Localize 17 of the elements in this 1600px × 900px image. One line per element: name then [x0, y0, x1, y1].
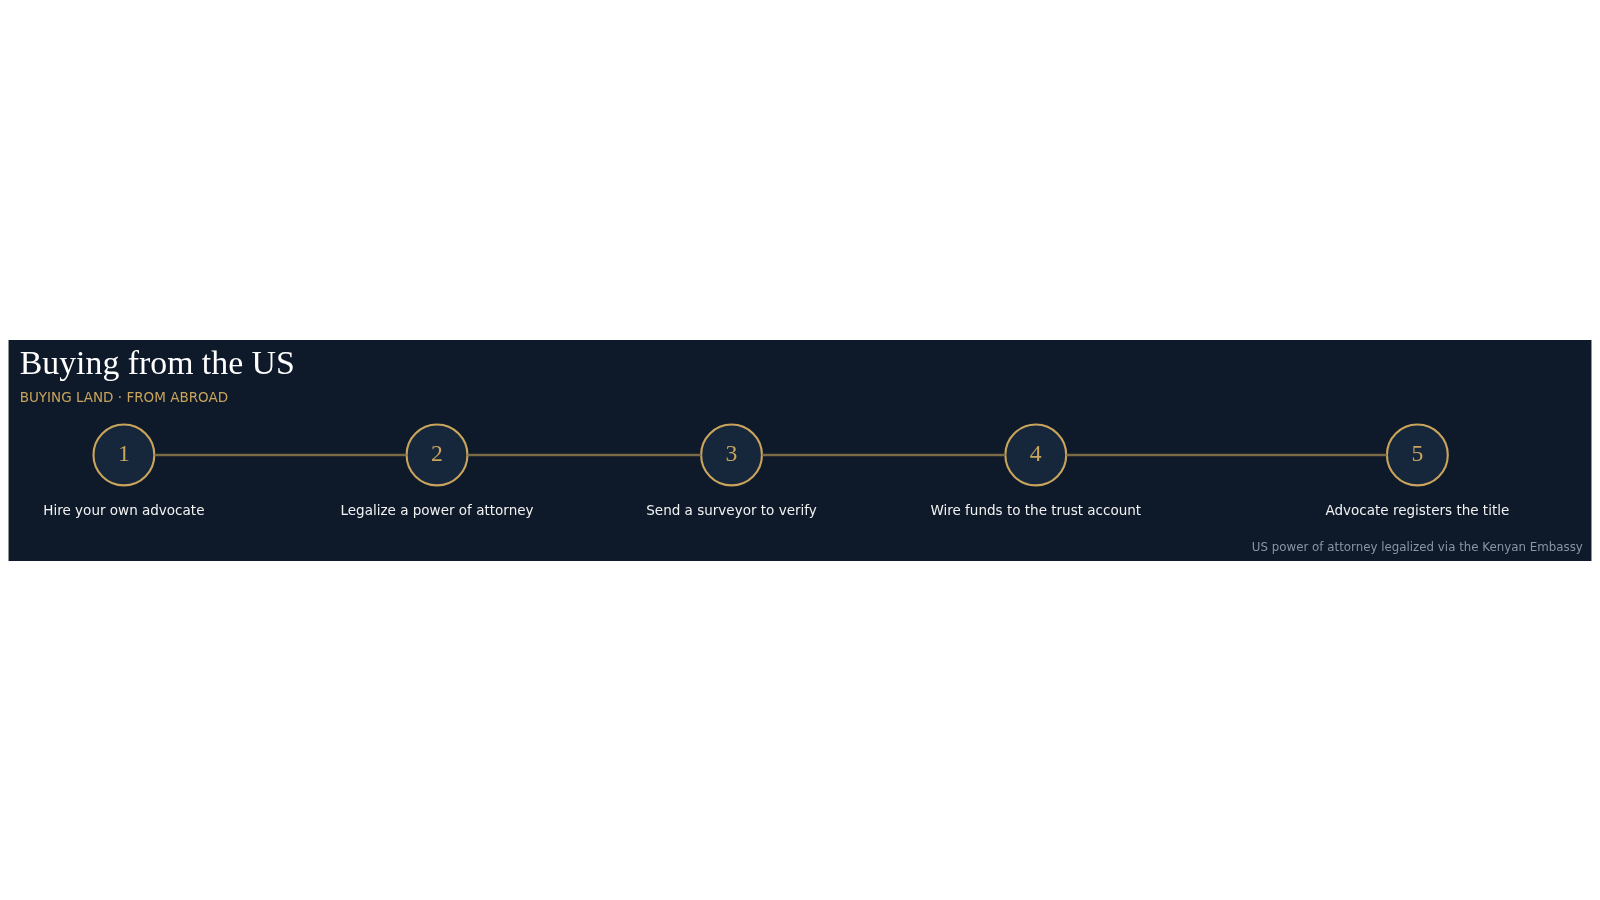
node-circle: 4 [1004, 422, 1068, 486]
node-circle: 2 [405, 422, 469, 486]
node-label: Legalize a power of attorney [340, 501, 534, 518]
node-circle: 3 [700, 422, 764, 486]
connector [762, 453, 1006, 456]
node-circle: 1 [92, 422, 156, 486]
diagram-title: Buying from the US [19, 343, 295, 381]
connector [154, 453, 407, 456]
connector [1066, 453, 1387, 456]
node-label: Wire funds to the trust account [930, 501, 1142, 518]
node-circle: 5 [1385, 422, 1449, 486]
label: US power of attorney legalized via the Kenyan Embassy [1251, 539, 1583, 554]
node-label: Hire your own advocate [43, 501, 205, 518]
connector [467, 453, 701, 456]
node-label: Send a surveyor to verify [646, 501, 817, 518]
label: BUYING LAND · FROM ABROAD [19, 388, 229, 405]
node-label: Advocate registers the title [1325, 501, 1510, 518]
